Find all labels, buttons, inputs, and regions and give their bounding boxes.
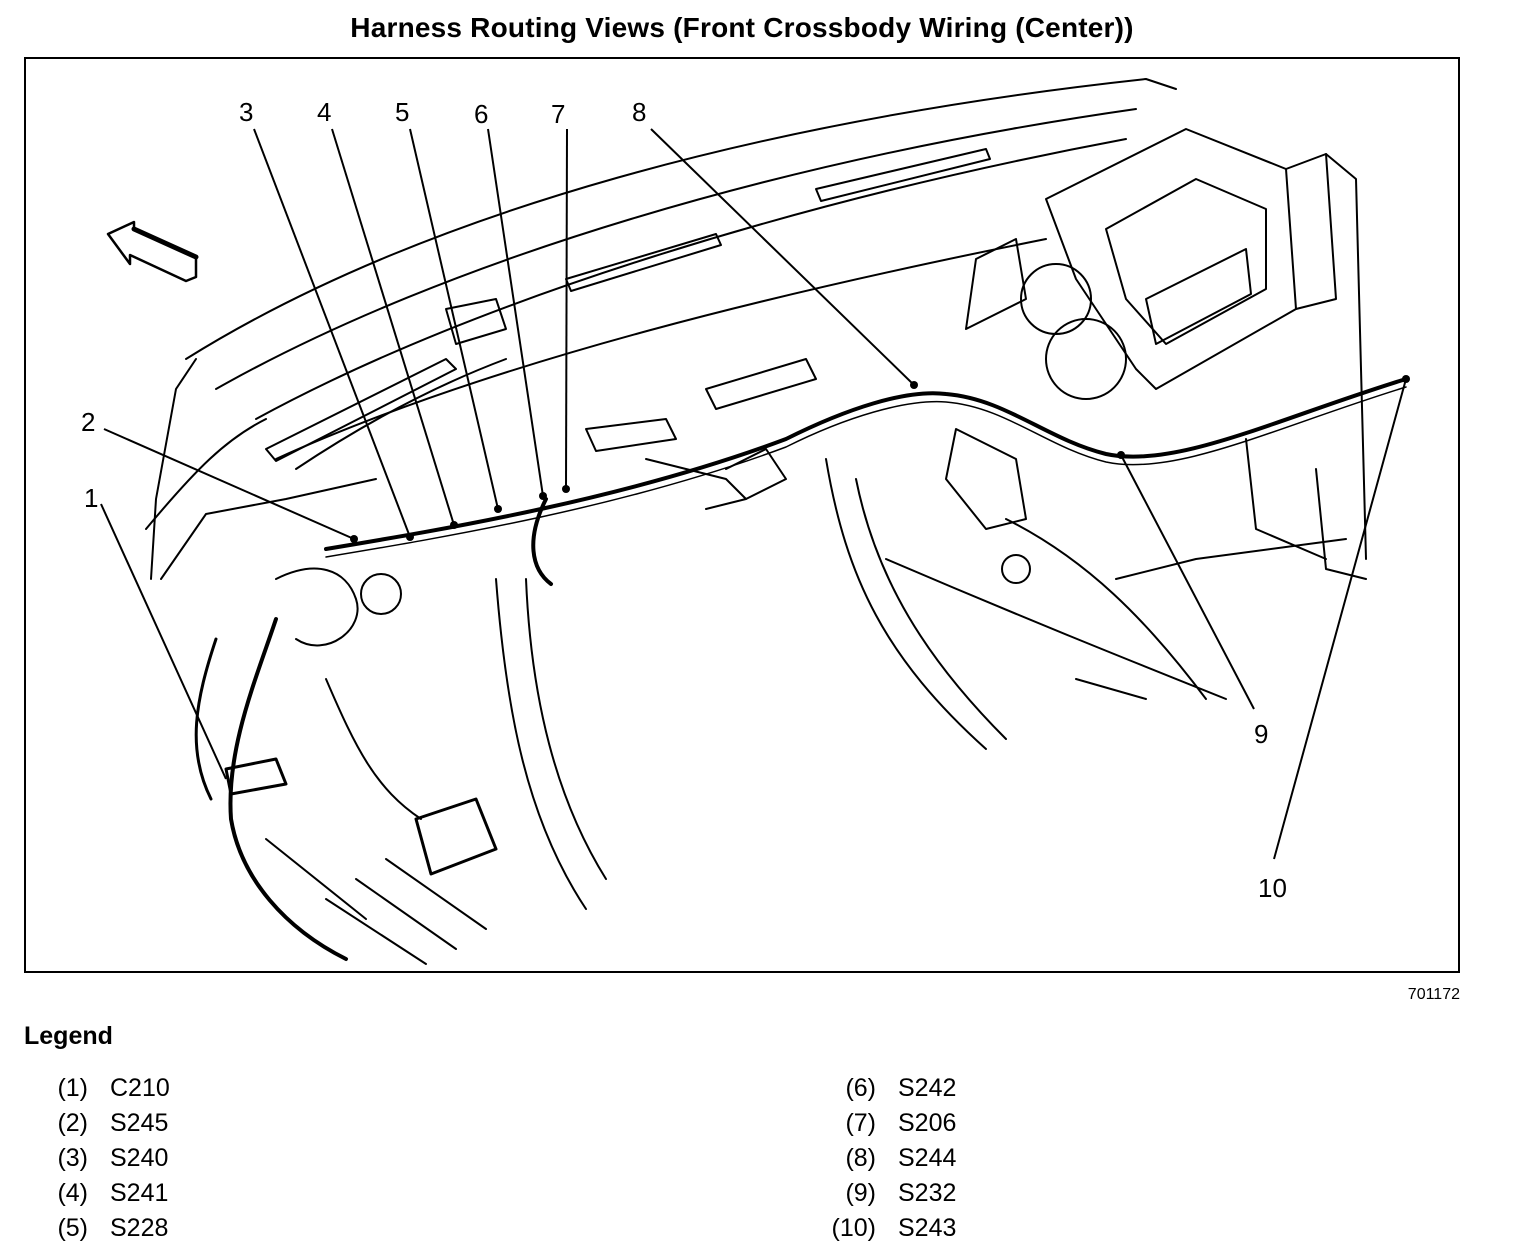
splice-point-7 (562, 485, 570, 493)
dashboard-top-edge (185, 78, 1177, 360)
callout-1: 1 (84, 483, 98, 513)
diagram-title: Harness Routing Views (Front Crossbody W… (350, 12, 1134, 43)
leader-line-8 (650, 128, 915, 386)
legend-num: (2) (57, 1109, 88, 1137)
leader-line-1 (100, 503, 227, 780)
legend-num: (8) (845, 1144, 876, 1172)
legend-num: (5) (57, 1214, 88, 1242)
callout-5: 5 (395, 97, 409, 127)
splice-points (350, 375, 1410, 543)
leader-line-5 (409, 128, 499, 510)
harness-drop-left (228, 617, 348, 961)
leader-lines (100, 128, 1407, 860)
blower-motor (1020, 263, 1092, 335)
brake-pedal-pad (414, 797, 498, 876)
callout-6: 6 (474, 99, 488, 129)
splice-point-10 (1402, 375, 1410, 383)
legend-code: S241 (110, 1179, 169, 1207)
dashboard-upper-ridge (215, 108, 1137, 390)
callout-8: 8 (632, 97, 646, 127)
crossbody-harness (324, 377, 1408, 551)
leader-line-4 (331, 128, 455, 526)
dashboard-lower-edge (275, 238, 1047, 460)
legend-code: S244 (898, 1144, 957, 1172)
leader-line-7 (565, 128, 568, 490)
legend-item-9: (9) S232 (816, 1177, 956, 1209)
defrost-vent-left (265, 358, 457, 462)
legend-title: Legend (24, 1022, 113, 1050)
leader-line-10 (1273, 378, 1407, 860)
legend-item-4: (4) S241 (28, 1177, 168, 1209)
legend-item-2: (2) S245 (28, 1107, 168, 1139)
legend-num: (10) (831, 1214, 876, 1242)
callout-2: 2 (81, 407, 95, 437)
splice-point-3 (406, 533, 414, 541)
legend-code: S232 (898, 1179, 957, 1207)
dashboard-defrost-ridge (255, 138, 1127, 420)
legend-num: (4) (57, 1179, 88, 1207)
callout-3: 3 (239, 97, 253, 127)
legend-item-8: (8) S244 (816, 1142, 956, 1174)
leader-line-3 (253, 128, 411, 538)
legend-num: (1) (57, 1074, 88, 1102)
legend-num: (3) (57, 1144, 88, 1172)
legend-num: (9) (845, 1179, 876, 1207)
harness-drawing: 1 2 3 4 5 6 7 8 9 10 (81, 78, 1410, 965)
defrost-vent-center (565, 233, 722, 292)
callout-9: 9 (1254, 719, 1268, 749)
callout-10: 10 (1258, 873, 1287, 903)
defrost-vent-right (815, 148, 991, 202)
legend-num: (6) (845, 1074, 876, 1102)
legend-code: S245 (110, 1109, 169, 1137)
legend-code: S206 (898, 1109, 957, 1137)
front-direction-arrow (106, 220, 198, 283)
legend-item-5: (5) S228 (28, 1212, 168, 1244)
splice-point-9 (1117, 451, 1125, 459)
callout-4: 4 (317, 97, 331, 127)
legend-num: (7) (845, 1109, 876, 1137)
legend-item-6: (6) S242 (816, 1072, 956, 1104)
leader-line-6 (487, 128, 544, 497)
legend-code: S240 (110, 1144, 169, 1172)
splice-point-2 (350, 535, 358, 543)
legend-code: C210 (110, 1074, 170, 1102)
legend-code: S242 (898, 1074, 957, 1102)
legend-item-7: (7) S206 (816, 1107, 956, 1139)
figure-id: 701172 (1407, 986, 1460, 1003)
splice-point-6 (539, 492, 547, 500)
leader-line-2 (103, 428, 355, 540)
floor-tunnel (495, 578, 587, 910)
connector-c210 (224, 757, 288, 796)
splice-point-8 (910, 381, 918, 389)
splice-point-4 (450, 521, 458, 529)
legend-code: S243 (898, 1214, 957, 1242)
legend-item-10: (10) S243 (816, 1212, 957, 1244)
steering-column-boss (360, 573, 402, 615)
callout-7: 7 (551, 99, 565, 129)
splice-point-5 (494, 505, 502, 513)
hvac-module (1045, 128, 1297, 390)
legend-item-3: (3) S240 (28, 1142, 168, 1174)
legend-code: S228 (110, 1214, 169, 1242)
legend-item-1: (1) C210 (28, 1072, 170, 1104)
leader-line-9 (1120, 454, 1255, 710)
brake-pedal-arm (325, 678, 422, 820)
diagram-frame: 1 2 3 4 5 6 7 8 9 10 (24, 57, 1460, 973)
